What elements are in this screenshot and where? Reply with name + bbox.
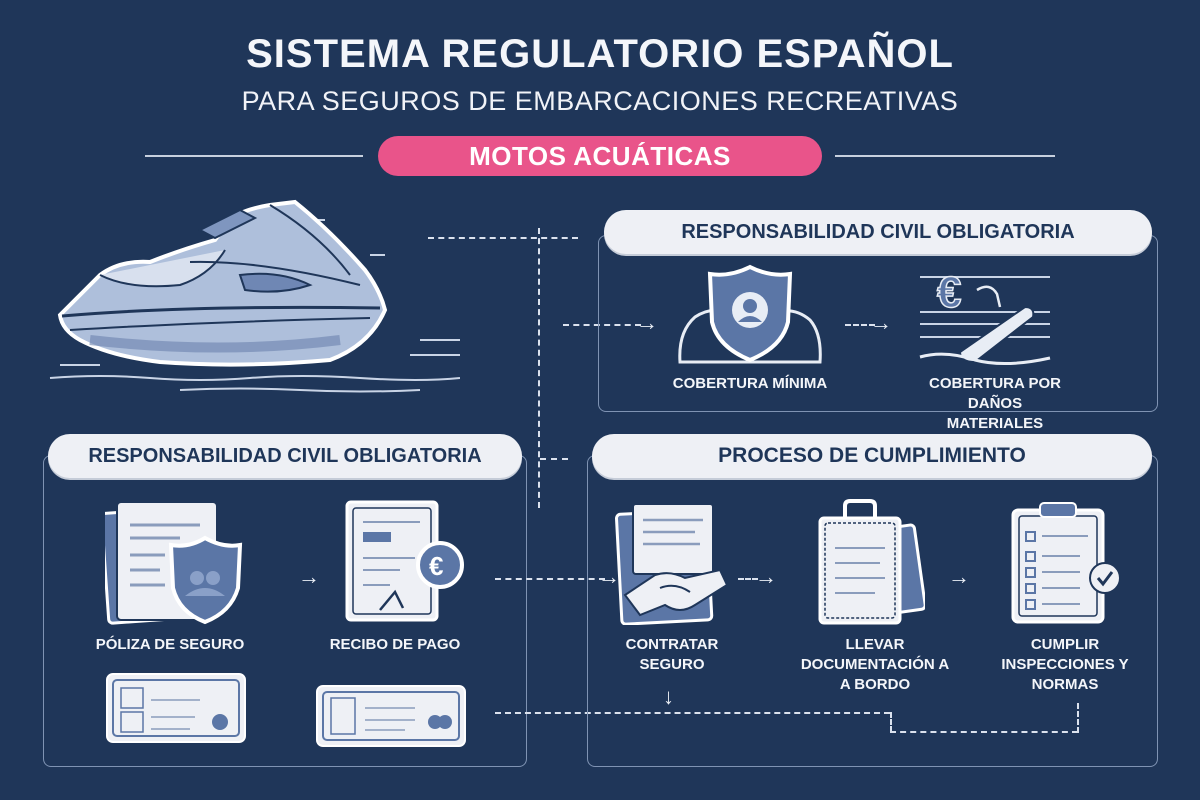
connector-panels [495, 578, 605, 580]
arrow-right-icon: → [636, 310, 658, 335]
panel-coverage-header: RESPONSABILIDAD CIVIL OBLIGATORIA [604, 210, 1152, 254]
panel-civil-liability-header: RESPONSABILIDAD CIVIL OBLIGATORIA [48, 434, 522, 478]
arrow-right-icon: → [755, 564, 777, 589]
policy-document-shield-icon [105, 500, 245, 625]
connector-bottom [495, 712, 890, 714]
page-title: SISTEMA REGULATORIO ESPAÑOL [246, 32, 954, 76]
divider-right [835, 155, 1055, 157]
checklist-clipboard-icon [1010, 500, 1125, 625]
divider-left [145, 155, 363, 157]
connector-top [428, 237, 578, 239]
jet-ski-icon [40, 190, 460, 400]
arrow-right-icon: → [870, 310, 892, 335]
connector-step1-step2 [738, 578, 758, 580]
label-coverage-minimum: COBERTURA MÍNIMA [672, 375, 828, 392]
label-insurance-policy: PÓLIZA DE SEGURO [95, 636, 245, 653]
svg-text:€: € [937, 268, 961, 317]
connector-bottom-return [890, 731, 1078, 733]
connector-bottom-rise [1077, 703, 1079, 733]
connector-to-panel-top-right [563, 324, 641, 326]
arrow-down-icon: ↓ [663, 684, 674, 709]
arrow-right-icon: → [598, 564, 620, 589]
connector-vertical [538, 228, 540, 508]
connector-bottom-drop [890, 712, 892, 732]
handshake-contract-icon [615, 500, 730, 625]
panel-compliance-header: PROCESO DE CUMPLIMIENTO [592, 434, 1152, 478]
category-badge: MOTOS ACUÁTICAS [378, 136, 822, 176]
arrow-right-icon: → [948, 564, 970, 589]
receipt-euro-icon: € [345, 500, 465, 625]
shield-people-icon [670, 262, 830, 367]
label-comply-inspections: CUMPLIR INSPECCIONES Y NORMAS [1001, 636, 1129, 693]
label-carry-documentation: LLEVAR DOCUMENTACIÓN A A BORDO [800, 636, 950, 693]
label-payment-receipt: RECIBO DE PAGO [329, 636, 461, 653]
documents-bag-icon [815, 498, 925, 626]
boat-euro-icon: € [915, 262, 1055, 372]
arrow-right-icon: → [298, 564, 320, 589]
label-contract-insurance: CONTRATAR SEGURO [625, 636, 719, 673]
label-coverage-damages: COBERTURA POR DAÑOS MATERIALES [929, 375, 1061, 432]
connector-coverage [845, 324, 875, 326]
connector-mid [540, 458, 568, 460]
page-subtitle: PARA SEGUROS DE EMBARCACIONES RECREATIVA… [241, 86, 959, 116]
registration-card-icon [315, 684, 467, 748]
id-card-icon [105, 672, 247, 744]
svg-text:€: € [429, 551, 443, 581]
